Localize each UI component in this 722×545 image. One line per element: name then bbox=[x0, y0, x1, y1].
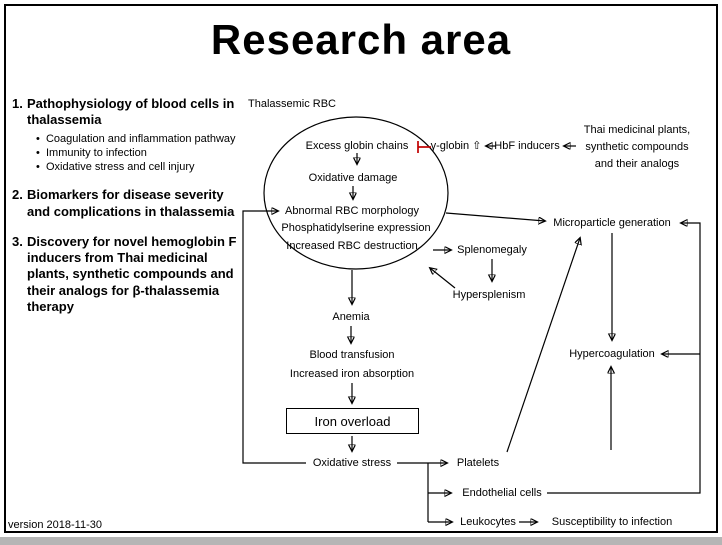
topic-1: 1. Pathophysiology of blood cells in tha… bbox=[12, 96, 240, 129]
topic-3: 3. Discovery for novel hemoglobin F indu… bbox=[12, 234, 240, 315]
node-susceptibility-to-infection: Susceptibility to infection bbox=[551, 515, 673, 528]
node-blood-transfusion: Blood transfusion bbox=[309, 348, 395, 361]
node-hypercoagulation: Hypercoagulation bbox=[569, 347, 655, 360]
node-abnormal-rbc-morphology: Abnormal RBC morphology bbox=[285, 204, 419, 217]
node-thai-medicinal-plants: Thai medicinal plants, synthetic compoun… bbox=[584, 122, 690, 173]
topic-3-number: 3. bbox=[12, 233, 23, 249]
node-hypersplenism: Hypersplenism bbox=[452, 288, 526, 301]
node-oxidative-stress: Oxidative stress bbox=[312, 456, 392, 469]
node-thalassemic-rbc: Thalassemic RBC bbox=[247, 97, 337, 110]
slide-title: Research area bbox=[210, 16, 512, 63]
node-microparticle-generation: Microparticle generation bbox=[553, 216, 671, 229]
bullet-item: Immunity to infection bbox=[36, 146, 240, 160]
node-excess-globin-chains: Excess globin chains bbox=[305, 139, 409, 152]
topic-2-text: Biomarkers for disease severity and comp… bbox=[27, 187, 235, 219]
thai-plants-line-2: synthetic compounds bbox=[585, 141, 689, 153]
topic-3-text: Discovery for novel hemoglobin F inducer… bbox=[27, 233, 237, 314]
node-increased-rbc-destruction: Increased RBC destruction bbox=[286, 239, 418, 252]
node-hbf-inducers: HbF inducers bbox=[494, 139, 560, 152]
topic-1-number: 1. bbox=[12, 96, 23, 111]
node-phosphatidylserine-expression: Phosphatidylserine expression bbox=[281, 221, 431, 234]
node-iron-overload-box: Iron overload bbox=[286, 408, 419, 434]
node-platelets: Platelets bbox=[456, 456, 500, 469]
bottom-strip bbox=[0, 537, 722, 545]
node-iron-overload-label: Iron overload bbox=[314, 413, 391, 429]
node-splenomegaly: Splenomegaly bbox=[457, 243, 527, 256]
slide-border bbox=[4, 4, 718, 533]
node-oxidative-damage: Oxidative damage bbox=[308, 171, 398, 184]
topic-2-number: 2. bbox=[12, 187, 23, 203]
bullet-item: Coagulation and inflammation pathway bbox=[36, 132, 240, 146]
node-gamma-globin: γ-globin ⇧ bbox=[430, 139, 482, 152]
thai-plants-line-1: Thai medicinal plants, bbox=[583, 124, 691, 136]
thai-plants-line-3: and their analogs bbox=[594, 158, 680, 170]
research-topics-list: 1. Pathophysiology of blood cells in tha… bbox=[12, 96, 240, 315]
node-leukocytes: Leukocytes bbox=[460, 515, 516, 528]
bullet-item: Oxidative stress and cell injury bbox=[36, 160, 240, 174]
topic-1-text: Pathophysiology of blood cells in thalas… bbox=[27, 96, 235, 128]
node-anemia: Anemia bbox=[332, 310, 370, 323]
version-label: version 2018-11-30 bbox=[8, 519, 102, 531]
node-increased-iron-absorption: Increased iron absorption bbox=[289, 367, 415, 380]
node-endothelial-cells: Endothelial cells bbox=[462, 486, 542, 499]
topic-2: 2. Biomarkers for disease severity and c… bbox=[12, 187, 240, 220]
topic-1-bullets: Coagulation and inflammation pathway Imm… bbox=[36, 132, 240, 175]
